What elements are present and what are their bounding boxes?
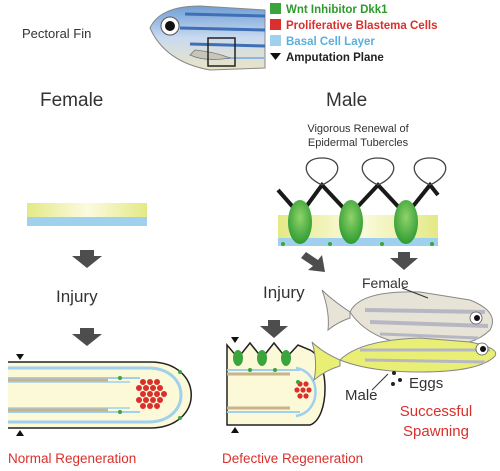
renewal-loop-3: [413, 157, 447, 186]
legend-swatch-basal: [270, 35, 281, 46]
legend-swatch-dkk1: [270, 3, 281, 14]
legend-swatch-blastema: [270, 19, 281, 30]
pectoral-fin-label: Pectoral Fin: [22, 26, 91, 41]
dkk1-tubercle-2: [339, 200, 363, 244]
mating-fish-illustration: [311, 287, 497, 391]
pectoral-fin: [189, 49, 232, 60]
female-epidermis: [27, 203, 147, 217]
successful-line1: Successful: [400, 403, 473, 420]
defective-regeneration-label: Defective Regeneration: [222, 451, 363, 466]
legend-label-dkk1: Wnt Inhibitor Dkk1: [286, 4, 388, 16]
defective-regeneration-diagram: [226, 337, 326, 433]
successful-line2: Spawning: [403, 423, 469, 440]
female-injury-label: Injury: [56, 287, 98, 306]
flow-arrows: [72, 250, 418, 346]
blastema-cluster: [136, 379, 167, 409]
female-fin-section: [27, 203, 147, 226]
male-injury-label: Injury: [263, 283, 305, 302]
zebrafish-illustration: [149, 5, 266, 71]
female-heading: Female: [40, 90, 103, 111]
legend-label-amputation: Amputation Plane: [286, 52, 384, 64]
male-arrow-2: [260, 320, 288, 338]
fish-pupil: [165, 21, 175, 31]
male-caption-line2: Epidermal Tubercles: [308, 137, 409, 149]
renewal-loop-1: [305, 157, 339, 186]
male-fish: [339, 337, 497, 373]
dkk1-tubercle-3: [394, 200, 418, 244]
male-heading: Male: [326, 90, 367, 111]
female-arrow-1: [72, 250, 102, 268]
renewal-loop-2: [361, 157, 395, 186]
dkk1-tubercle-1: [288, 200, 312, 244]
mating-male-label: Male: [345, 387, 378, 404]
normal-regeneration-diagram: [8, 354, 192, 436]
legend-label-basal: Basal Cell Layer: [286, 36, 375, 48]
female-arrow-2: [72, 328, 102, 346]
legend-label-blastema: Proliferative Blastema Cells: [286, 20, 438, 32]
male-caption-line1: Vigorous Renewal of: [307, 123, 409, 135]
male-arrow-spawning: [390, 252, 418, 270]
amputation-triangle-icon: [270, 53, 281, 60]
defective-blastema-cluster: [294, 381, 312, 399]
legend: Wnt Inhibitor Dkk1 Proliferative Blastem…: [270, 3, 438, 64]
male-arrow-injury: [301, 252, 325, 272]
normal-regeneration-label: Normal Regeneration: [8, 451, 136, 466]
male-basal-layer: [278, 238, 438, 246]
male-tubercle-section: [276, 157, 447, 246]
eggs-dots: [391, 371, 402, 386]
mating-female-label: Female: [362, 275, 409, 291]
eggs-label: Eggs: [409, 375, 443, 392]
female-basal-layer: [27, 217, 147, 226]
fin-highlight-box: [207, 37, 236, 67]
